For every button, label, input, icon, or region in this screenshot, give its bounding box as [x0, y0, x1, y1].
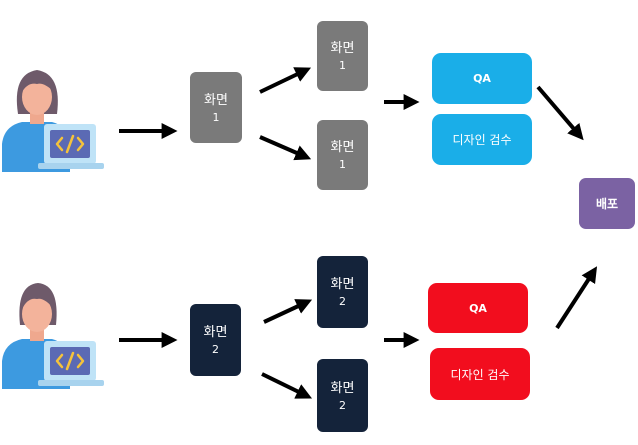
screen-label: 화면 — [330, 41, 355, 56]
screen-number: 1 — [339, 59, 346, 72]
screen-number: 1 — [339, 158, 346, 171]
deploy-label: 배포 — [595, 197, 619, 211]
screen-2-box: 화면 2 — [317, 359, 368, 432]
screen-1-box: 화면 1 — [190, 72, 242, 143]
screen-number: 2 — [339, 398, 346, 412]
code-icon — [55, 134, 85, 154]
developer-icon — [2, 70, 104, 172]
screen-number: 1 — [212, 110, 220, 124]
arrow — [259, 135, 312, 161]
arrow — [259, 67, 312, 94]
qa-label: QA — [473, 72, 491, 85]
screen-2-box: 화면 2 — [190, 304, 241, 376]
screen-1-box: 화면 1 — [317, 21, 368, 91]
code-icon — [55, 351, 85, 371]
design-review-label: 디자인 검수 — [450, 367, 510, 382]
arrow — [263, 299, 313, 324]
qa-label: QA — [469, 301, 487, 315]
design-review-label: 디자인 검수 — [452, 133, 512, 147]
deploy-box: 배포 — [579, 178, 635, 229]
screen-label: 화면 — [330, 277, 355, 292]
arrow — [555, 266, 598, 330]
qa-box: QA — [428, 283, 528, 333]
screen-number: 2 — [212, 343, 219, 356]
arrow — [536, 85, 584, 141]
screen-number: 2 — [339, 295, 346, 308]
design-review-box: 디자인 검수 — [432, 114, 532, 165]
arrow — [261, 372, 313, 399]
screen-label: 화면 — [330, 380, 355, 396]
screen-2-box: 화면 2 — [317, 256, 368, 328]
screen-label: 화면 — [204, 92, 228, 108]
screen-1-box: 화면 1 — [317, 120, 368, 190]
developer-icon — [2, 283, 104, 389]
design-review-box: 디자인 검수 — [430, 348, 530, 400]
qa-box: QA — [432, 53, 532, 104]
screen-label: 화면 — [330, 140, 355, 155]
screen-label: 화면 — [203, 325, 228, 340]
